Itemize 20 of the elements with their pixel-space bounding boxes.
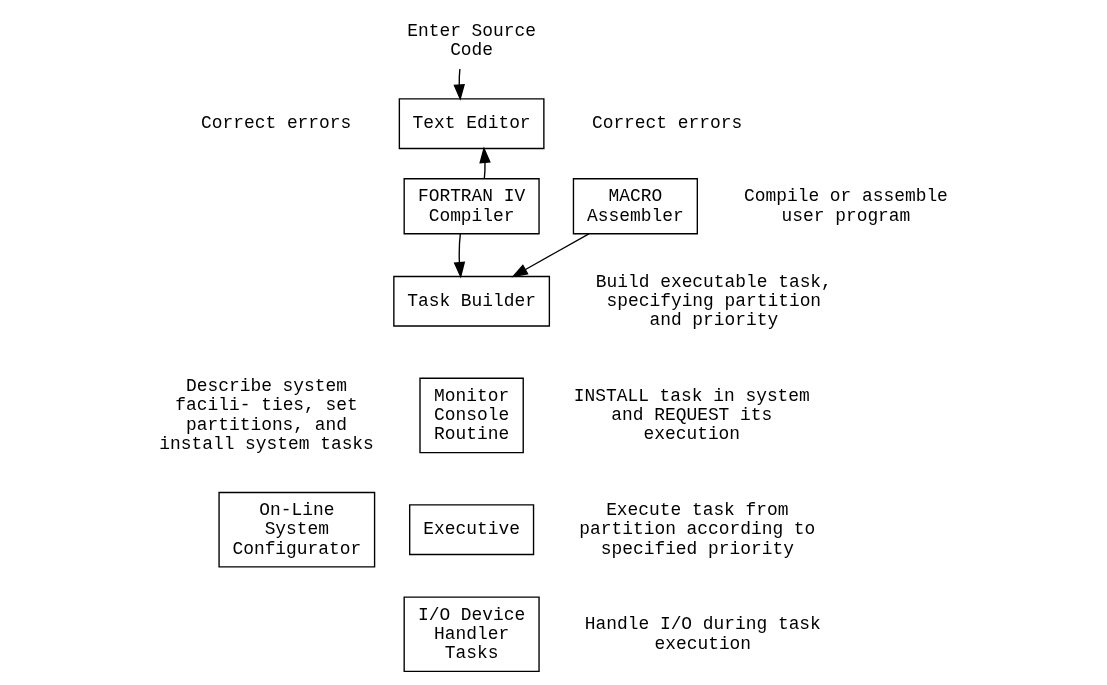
arrow (453, 233, 466, 279)
label: Correct errors (201, 113, 352, 134)
node-box: Task Builder (393, 275, 551, 327)
label: Execute task from partition according to specified priority (579, 500, 816, 559)
arrow (479, 146, 491, 180)
arrow (511, 233, 590, 278)
node-text: Enter Source Code (407, 21, 536, 61)
node-box: Executive (409, 504, 535, 556)
node-box: I/O Device Handler Tasks (403, 596, 540, 673)
label: Compile or assemble user program (744, 186, 948, 226)
node-box: Text Editor (398, 98, 545, 150)
label: Build executable task, specifying partition and priority (595, 271, 832, 331)
label: Describe system facili- ties, set partitions, and install system tasks (159, 376, 374, 455)
node-box: MACRO Assembler (572, 178, 698, 235)
node-box: On-Line System Configurator (218, 491, 376, 568)
node-box: FORTRAN IV Compiler (403, 178, 540, 235)
node-box: Monitor Console Routine (419, 377, 524, 454)
label: INSTALL task in system and REQUEST its execution (573, 385, 810, 445)
label: Correct errors (591, 113, 743, 134)
label: Handle I/O during task execution (584, 614, 821, 654)
